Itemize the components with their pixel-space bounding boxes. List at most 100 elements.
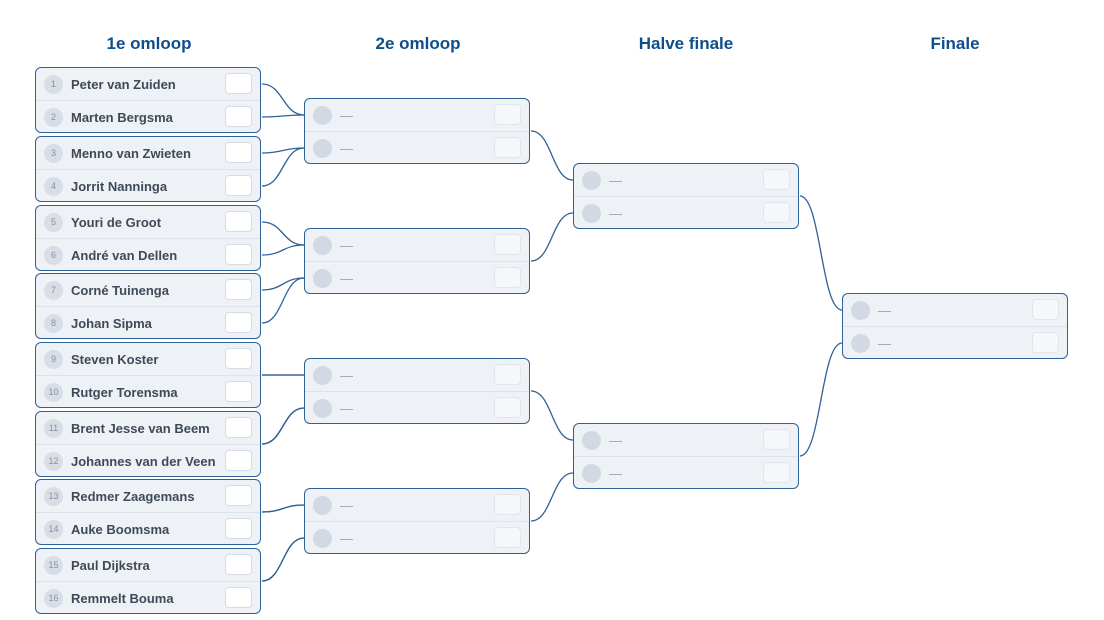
player-placeholder: — [878,336,891,351]
player-slot: 12 Johannes van der Veen [36,445,260,476]
score-input[interactable] [494,397,521,418]
score-input[interactable] [225,587,252,608]
seed-badge: 2 [44,108,63,127]
player-placeholder: — [340,368,353,383]
round1-match-7: 13 Redmer Zaagemans 14 Auke Boomsma [35,479,261,545]
round2-match-4: — — [304,488,530,554]
seed-badge: 11 [44,419,63,438]
player-placeholder: — [340,238,353,253]
connector-line [261,407,305,445]
player-slot: 4 Jorrit Nanninga [36,170,260,201]
score-input[interactable] [225,211,252,232]
score-input[interactable] [225,73,252,94]
score-input[interactable] [763,462,790,483]
score-input[interactable] [494,104,521,125]
player-slot-empty: — [843,294,1067,327]
connector-line [261,277,305,324]
player-name: Youri de Groot [71,215,162,230]
player-slot: 9 Steven Koster [36,343,260,376]
player-slot-empty: — [843,327,1067,358]
player-name: Remmelt Bouma [71,591,174,606]
score-input[interactable] [763,202,790,223]
player-slot-empty: — [305,359,529,392]
player-slot: 1 Peter van Zuiden [36,68,260,101]
player-slot: 11 Brent Jesse van Beem [36,412,260,445]
connector-line [530,472,574,522]
connector-line [261,114,305,118]
seed-badge-empty [313,269,332,288]
score-input[interactable] [225,279,252,300]
player-slot: 10 Rutger Torensma [36,376,260,407]
connector-line [261,537,305,582]
score-input[interactable] [1032,332,1059,353]
player-name: Rutger Torensma [71,385,178,400]
player-placeholder: — [878,303,891,318]
score-input[interactable] [225,106,252,127]
round-title-1: 1e omloop [106,34,192,53]
player-slot-empty: — [305,489,529,522]
score-input[interactable] [225,485,252,506]
connector-line [261,244,305,256]
score-input[interactable] [494,267,521,288]
connector-line [261,147,305,154]
player-placeholder: — [609,433,622,448]
score-input[interactable] [494,527,521,548]
score-input[interactable] [494,364,521,385]
player-slot: 15 Paul Dijkstra [36,549,260,582]
player-name: Corné Tuinenga [71,283,169,298]
score-input[interactable] [494,137,521,158]
seed-badge: 4 [44,177,63,196]
seed-badge: 6 [44,246,63,265]
score-input[interactable] [494,494,521,515]
score-input[interactable] [225,381,252,402]
seed-badge-empty [313,399,332,418]
player-name: Auke Boomsma [71,522,170,537]
player-placeholder: — [340,401,353,416]
player-placeholder: — [340,271,353,286]
connector-line [530,212,574,262]
score-input[interactable] [1032,299,1059,320]
score-input[interactable] [763,429,790,450]
seed-badge-empty [582,171,601,190]
connector-line [799,342,843,457]
seed-badge: 9 [44,350,63,369]
seed-badge-empty [313,139,332,158]
score-input[interactable] [225,518,252,539]
seed-badge-empty [582,431,601,450]
round-title-2: 2e omloop [375,34,461,53]
player-placeholder: — [609,466,622,481]
player-name: Peter van Zuiden [71,77,176,92]
score-input[interactable] [225,417,252,438]
score-input[interactable] [225,142,252,163]
score-input[interactable] [494,234,521,255]
player-name: Johan Sipma [71,316,152,331]
score-input[interactable] [225,175,252,196]
player-placeholder: — [340,108,353,123]
connector-line [530,390,574,441]
connector-line [530,130,574,181]
score-input[interactable] [225,450,252,471]
player-name: Steven Koster [71,352,159,367]
seed-badge-empty [582,464,601,483]
score-input[interactable] [225,554,252,575]
round1-match-6: 11 Brent Jesse van Beem 12 Johannes van … [35,411,261,477]
seed-badge-empty [313,496,332,515]
round1-match-2: 3 Menno van Zwieten 4 Jorrit Nanninga [35,136,261,202]
player-slot: 8 Johan Sipma [36,307,260,338]
player-placeholder: — [609,173,622,188]
score-input[interactable] [225,348,252,369]
semifinal-match-1: — — [573,163,799,229]
score-input[interactable] [763,169,790,190]
score-input[interactable] [225,312,252,333]
connector-line [261,147,305,187]
seed-badge-empty [313,236,332,255]
player-slot: 5 Youri de Groot [36,206,260,239]
player-slot-empty: — [574,457,798,488]
player-slot-empty: — [574,164,798,197]
player-name: André van Dellen [71,248,178,263]
seed-badge: 15 [44,556,63,575]
score-input[interactable] [225,244,252,265]
player-slot-empty: — [305,392,529,423]
seed-badge: 8 [44,314,63,333]
round-title-semifinal: Halve finale [638,34,734,53]
